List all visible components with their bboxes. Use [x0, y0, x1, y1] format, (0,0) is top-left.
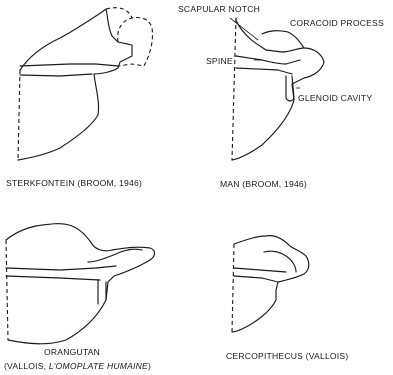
caption-man: MAN (BROOM, 1946): [220, 179, 307, 189]
man-glenoid-cavity-shape: [286, 76, 294, 101]
cercopithecus-outline: [232, 236, 309, 332]
caption-cercopithecus: CERCOPITHECUS (VALLOIS): [226, 351, 348, 361]
orangutan-drawing: [6, 224, 155, 344]
man-coracoid: [262, 31, 304, 48]
sterkfontein-outline: [18, 9, 132, 160]
sterkfontein-drawing: [18, 8, 153, 160]
man-outline: [232, 18, 324, 160]
label-scapular-notch: SCAPULAR NOTCH: [178, 4, 260, 14]
caption-orangutan-line2: (VALLOIS, L'OMOPLATE HUMAINE): [4, 361, 151, 371]
orangutan-spine-lower: [6, 276, 100, 280]
caption-orangutan-pre: (VALLOIS,: [4, 361, 49, 371]
man-drawing: [232, 18, 324, 160]
caption-orangutan-line1: ORANGUTAN: [44, 347, 100, 357]
cercopithecus-spine-lower: [234, 276, 278, 282]
sterkfontein-spine-upper: [20, 64, 118, 66]
orangutan-spine: [6, 266, 116, 270]
orangutan-glenoid: [98, 280, 106, 304]
man-spine: [236, 56, 300, 64]
man-spine-lower: [236, 68, 292, 74]
label-glenoid-cavity: GLENOID CAVITY: [298, 93, 372, 103]
man-vertebral-border: [232, 18, 236, 160]
caption-orangutan-italic: L'OMOPLATE HUMAINE: [49, 361, 148, 371]
cercopithecus-drawing: [232, 236, 309, 332]
cercopithecus-spine: [234, 268, 286, 272]
label-coracoid-process: CORACOID PROCESS: [290, 18, 384, 28]
orangutan-outline: [6, 224, 155, 344]
cercopithecus-vertebral-border: [232, 244, 234, 332]
orangutan-vertebral-border: [6, 240, 8, 340]
leader-scapular-notch: [230, 18, 258, 40]
cercopithecus-coracoid: [264, 251, 296, 272]
sterkfontein-reconstructed-coracoid: [118, 17, 153, 66]
sterkfontein-vertebral-border: [18, 70, 20, 160]
caption-orangutan-post: ): [148, 361, 151, 371]
sterkfontein-reconstructed-notch: [106, 8, 132, 18]
label-spine: SPINE: [206, 56, 233, 66]
caption-sterkfontein: STERKFONTEIN (BROOM, 1946): [6, 178, 142, 188]
sterkfontein-spine-lower: [20, 74, 92, 76]
orangutan-coracoid: [88, 249, 142, 262]
